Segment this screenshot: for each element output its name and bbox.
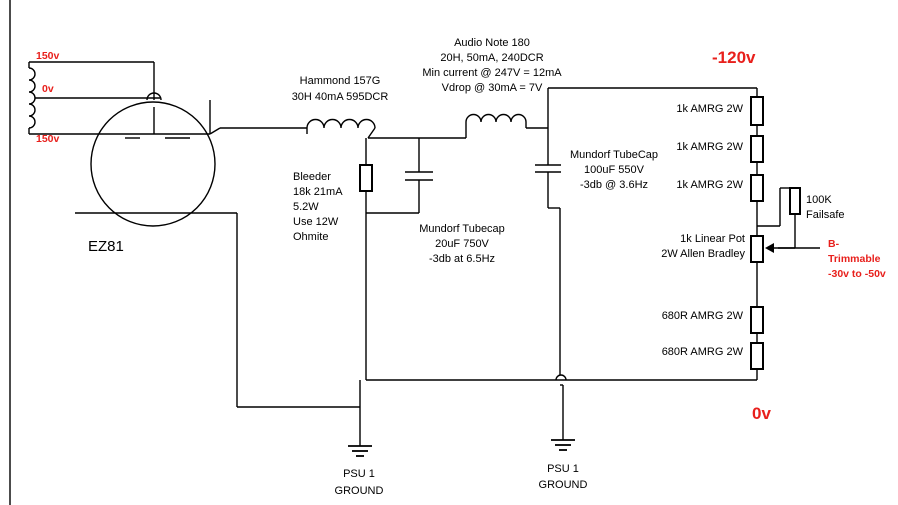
choke1-inductor: [306, 118, 376, 139]
cap2-capacitor: [535, 128, 567, 440]
tube-label: EZ81: [88, 238, 124, 255]
cap2-label-line: Mundorf TubeCap: [570, 149, 658, 161]
ground-symbol-2: [551, 439, 575, 451]
transformer-secondary: [28, 61, 210, 135]
bleeder-label-line: Bleeder: [293, 171, 331, 183]
bleeder-label-line: 5.2W: [293, 201, 319, 213]
choke1-label-line: Hammond 157G: [300, 75, 381, 87]
rectifier-tube: [75, 62, 360, 408]
trim-label-line: -30v to -50v: [828, 268, 886, 280]
ground1-label-line: GROUND: [335, 485, 384, 497]
trim-label-line: B-: [828, 238, 840, 250]
bleeder-label: Bleeder 18k 21mA 5.2W Use 12W Ohmite: [293, 171, 343, 243]
pot-label-line: 1k Linear Pot: [680, 233, 745, 245]
bleeder-resistor: [359, 138, 373, 380]
cap1-capacitor: [366, 138, 433, 214]
choke2-label-line: Audio Note 180: [454, 37, 530, 49]
tap-center-label: 0v: [42, 83, 54, 95]
failsafe-label-line: 100K: [806, 194, 832, 206]
choke1-label-line: 30H 40mA 595DCR: [292, 91, 389, 103]
rail-top-label: -120v: [712, 48, 756, 67]
divider-r5-label: 680R AMRG 2W: [662, 346, 744, 358]
bleeder-label-line: Use 12W: [293, 216, 339, 228]
ground-symbol-1: [348, 440, 372, 457]
bleeder-label-line: Ohmite: [293, 231, 328, 243]
choke2-label-line: 20H, 50mA, 240DCR: [440, 52, 543, 64]
choke2-label-line: Min current @ 247V = 12mA: [422, 67, 562, 79]
ground2-label-line: PSU 1: [547, 463, 579, 475]
choke2-inductor: [465, 113, 527, 138]
cap1-label-line: Mundorf Tubecap: [419, 223, 505, 235]
bleeder-label-line: 18k 21mA: [293, 186, 343, 198]
pot-label-line: 2W Allen Bradley: [661, 248, 745, 260]
cap2-label: Mundorf TubeCap 100uF 550V -3db @ 3.6Hz: [570, 149, 658, 191]
tap-bottom-label: 150v: [36, 133, 60, 145]
cap1-label: Mundorf Tubecap 20uF 750V -3db at 6.5Hz: [419, 223, 505, 265]
pot-wiper: [765, 243, 820, 253]
cap1-label-line: 20uF 750V: [435, 238, 489, 250]
divider-r2-label: 1k AMRG 2W: [676, 141, 743, 153]
failsafe-label-line: Failsafe: [806, 209, 845, 221]
choke2-label-line: Vdrop @ 30mA = 7V: [442, 82, 543, 94]
ground1-label-line: PSU 1: [343, 468, 375, 480]
divider-r4-label: 680R AMRG 2W: [662, 310, 744, 322]
tap-top-label: 150v: [36, 50, 60, 62]
cap2-label-line: -3db @ 3.6Hz: [580, 179, 648, 191]
divider-chain: [750, 88, 764, 380]
choke1-label: Hammond 157G 30H 40mA 595DCR: [292, 75, 389, 103]
cap2-label-line: 100uF 550V: [584, 164, 645, 176]
ground-rail: [359, 379, 757, 440]
ground2-label-line: GROUND: [539, 479, 588, 491]
divider-r1-label: 1k AMRG 2W: [676, 103, 743, 115]
divider-r3-label: 1k AMRG 2W: [676, 179, 743, 191]
trim-label-line: Trimmable: [828, 253, 881, 265]
cap1-label-line: -3db at 6.5Hz: [429, 253, 495, 265]
choke2-label: Audio Note 180 20H, 50mA, 240DCR Min cur…: [422, 37, 562, 94]
rail-bottom-label: 0v: [752, 404, 771, 423]
